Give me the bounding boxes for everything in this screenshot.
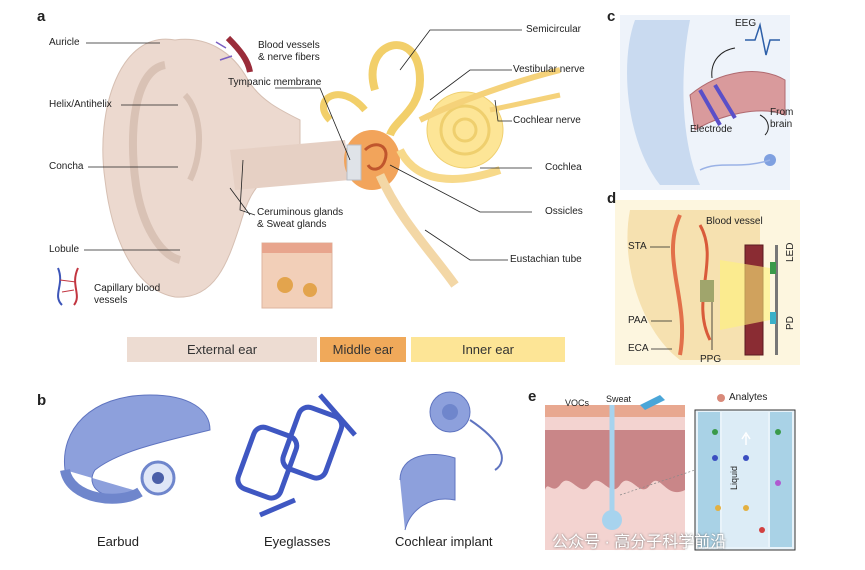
label-sweat: Sweat — [606, 394, 632, 404]
auricle-shape — [102, 38, 350, 298]
label-vocs: VOCs — [565, 398, 590, 408]
label-ceruminous-1: Ceruminous glands — [257, 207, 344, 218]
panel-c-illustration — [620, 15, 790, 190]
label-tympanic: Tympanic membrane — [228, 77, 322, 88]
panel-label-b: b — [37, 392, 47, 409]
skin-gland-inset — [261, 242, 333, 309]
label-concha: Concha — [49, 161, 84, 172]
label-blood-vessel: Blood vessel — [706, 216, 763, 227]
label-sta: STA — [628, 241, 647, 252]
band-external — [127, 337, 317, 362]
cochlear-implant-device — [399, 391, 503, 531]
label-blood-vessels-1: Blood vessels — [258, 40, 320, 51]
panel-label-c: c — [607, 8, 616, 25]
panel-e-illustration — [545, 394, 796, 551]
eyeglasses-device — [235, 393, 357, 518]
label-from-brain-2: brain — [770, 119, 793, 130]
band-inner — [411, 337, 565, 362]
region-middle-ear: Middle ear — [332, 342, 394, 357]
label-vestibular: Vestibular nerve — [513, 64, 585, 75]
label-auricle: Auricle — [49, 37, 80, 48]
capillary-icon — [57, 267, 79, 306]
blood-vessel-icon — [215, 35, 253, 73]
label-eca: ECA — [628, 343, 649, 354]
middle-ear-shape — [344, 130, 400, 190]
region-inner-ear: Inner ear — [461, 342, 515, 357]
caption-eyeglasses: Eyeglasses — [264, 534, 331, 549]
label-ossicles: Ossicles — [545, 206, 583, 217]
label-ppg: PPG — [700, 354, 722, 365]
label-led: LED — [785, 242, 796, 262]
caption-cochlear-implant: Cochlear implant — [395, 534, 493, 549]
caption-earbud: Earbud — [97, 534, 139, 549]
label-cochlear-nerve: Cochlear nerve — [513, 115, 581, 126]
band-middle — [320, 337, 406, 362]
panel-d-illustration — [615, 200, 800, 365]
label-capillary-1: Capillary blood — [94, 283, 161, 294]
label-ceruminous-2: & Sweat glands — [257, 219, 327, 230]
label-from-brain-1: From — [770, 107, 794, 118]
panel-label-d: d — [607, 190, 617, 207]
panel-label-a: a — [37, 8, 46, 25]
label-semicircular: Semicircular — [526, 24, 582, 35]
label-eeg: EEG — [735, 18, 757, 29]
earbud-device — [60, 394, 211, 504]
panel-a-leaders — [84, 29, 532, 261]
label-blood-vessels-2: & nerve fibers — [258, 52, 320, 63]
label-paa: PAA — [628, 315, 648, 326]
label-lobule: Lobule — [49, 244, 80, 255]
panel-label-e: e — [528, 388, 537, 405]
label-eustachian: Eustachian tube — [510, 254, 582, 265]
label-analytes: Analytes — [729, 392, 768, 403]
label-cochlea: Cochlea — [545, 162, 582, 173]
label-helix: Helix/Antihelix — [49, 99, 112, 110]
label-capillary-2: vessels — [94, 295, 128, 306]
inner-ear-shape — [320, 41, 561, 288]
label-pd: PD — [785, 316, 796, 330]
label-electrode: Electrode — [690, 124, 733, 135]
region-external-ear: External ear — [186, 342, 258, 357]
watermark-text: 公众号 · 高分子科学前沿 — [552, 534, 727, 551]
label-liquid: Liquid — [729, 465, 739, 490]
